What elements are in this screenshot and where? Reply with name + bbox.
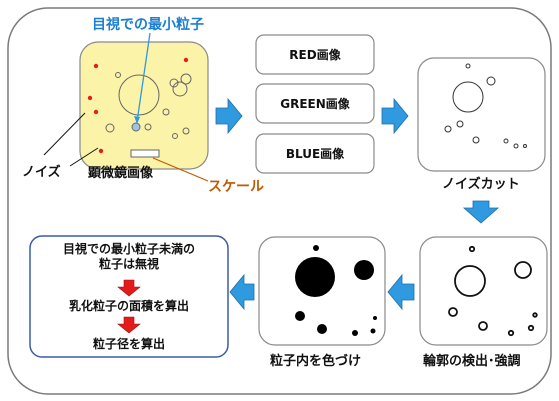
microscope-image-label: 顕微鏡画像 — [88, 166, 154, 181]
min-particle-marker — [131, 122, 141, 132]
process-step-2: 乳化粒子の面積を算出 — [68, 299, 189, 313]
microscope-sample-image — [79, 41, 209, 170]
process-step-3: 粒子径を算出 — [92, 337, 165, 351]
green-image-box — [255, 83, 375, 124]
red-arrow-1 — [117, 279, 141, 297]
green-image-label: GREEN画像 — [280, 97, 350, 111]
noise-label: ノイズ — [22, 165, 61, 180]
min-particle-pointer — [136, 32, 151, 123]
contour-label: 輪郭の検出･強調 — [423, 354, 521, 369]
red-image-label: RED画像 — [289, 48, 341, 62]
red-arrow-2 — [117, 316, 141, 334]
arrow-left-1 — [387, 273, 415, 311]
contour-image — [419, 236, 548, 346]
process-box — [29, 235, 229, 358]
arrow-left-2 — [229, 273, 255, 311]
noise-pointer-1 — [43, 112, 86, 156]
scale-label: スケール — [208, 179, 264, 195]
scale-pointer — [152, 157, 209, 182]
blue-image-label: BLUE画像 — [285, 147, 345, 161]
noise-pointer-2 — [69, 147, 99, 167]
blue-image-box — [255, 133, 375, 174]
process-step-1-line1: 目視での最小粒子未満の — [62, 242, 195, 256]
filled-particles — [295, 245, 377, 336]
noise-dots — [87, 57, 189, 154]
scale-bar — [130, 149, 160, 158]
min-particle-pointer-head — [134, 116, 140, 124]
red-image-box — [255, 34, 375, 75]
process-step-1-line2: 粒子は無視 — [98, 257, 159, 271]
sample-particles — [105, 72, 192, 139]
noise-cut-particles — [444, 63, 527, 149]
contour-particles — [448, 245, 538, 337]
process-step-1: 目視での最小粒子未満の 粒子は無視 — [30, 242, 228, 272]
coloring-label: 粒子内を色づけ — [270, 354, 362, 369]
min-particle-label: 目視での最小粒子 — [92, 17, 204, 33]
arrow-right-1 — [215, 97, 243, 135]
noise-cut-label: ノイズカット — [442, 177, 520, 192]
noise-cut-image — [417, 57, 546, 172]
arrow-right-2 — [381, 97, 409, 135]
arrow-down — [462, 200, 500, 224]
